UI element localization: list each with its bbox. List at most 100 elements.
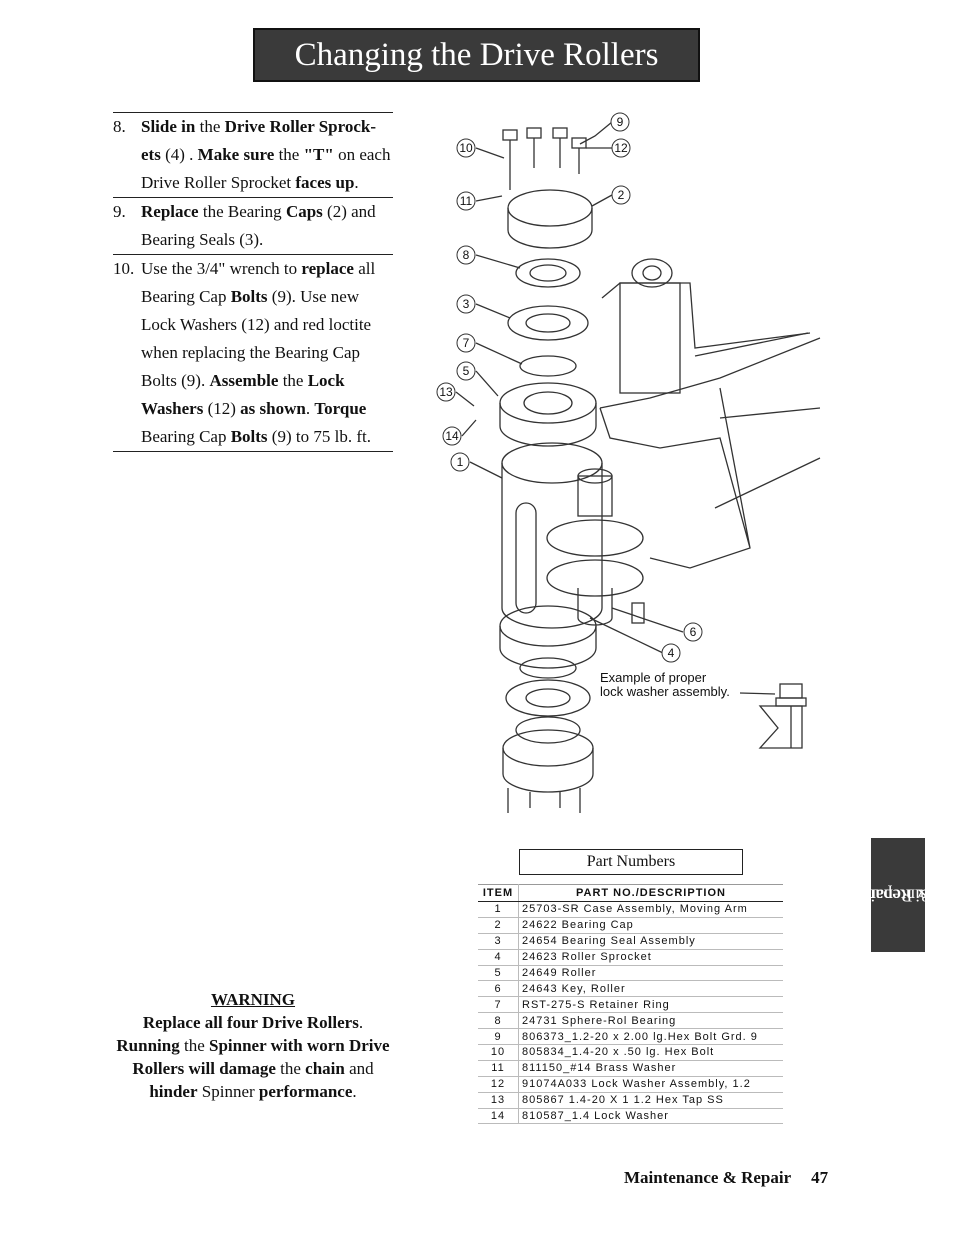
bolt-9c xyxy=(571,137,587,149)
bearing-cap-top xyxy=(507,189,593,227)
col-item-header: ITEM xyxy=(478,884,519,902)
item-number: 12 xyxy=(478,1076,519,1093)
bold-phrase: as shown xyxy=(240,399,306,418)
text-run: the xyxy=(274,145,304,164)
step-1: 8.Slide in the Drive Roller Sprock-ets (… xyxy=(113,113,393,198)
bolt-9a xyxy=(526,127,542,139)
text-run: . xyxy=(354,173,359,192)
page-number: 47 xyxy=(811,1168,829,1187)
ring-7 xyxy=(519,355,577,377)
callout-4: 4 xyxy=(661,643,681,663)
text-run: Use the 3/4" wrench to xyxy=(141,259,302,278)
callout-4-label: 4 xyxy=(668,646,675,660)
frame-bracket xyxy=(619,282,681,394)
case-body xyxy=(501,463,603,629)
text-run: and xyxy=(344,1059,374,1078)
item-number: 9 xyxy=(478,1028,519,1046)
lock-washer-note-line1: Example of proper xyxy=(600,670,707,685)
bold-phrase: Slide in xyxy=(141,117,196,136)
bold-phrase: Torque xyxy=(314,399,367,418)
callout-7-label: 7 xyxy=(463,336,470,350)
bold-phrase: Replace all four Drive Rollers xyxy=(142,1013,359,1032)
part-description: 25703-SR Case Assembly, Moving Arm xyxy=(518,901,783,918)
part-description: 91074A033 Lock Washer Assembly, 1.2 xyxy=(518,1076,783,1093)
part-description: 805867 1.4-20 X 1 1.2 Hex Tap SS xyxy=(518,1092,783,1109)
frame-plate xyxy=(714,407,821,509)
callout-11-label: 11 xyxy=(460,194,473,208)
step-2: 9.Replace the Bearing Caps (2) and Beari… xyxy=(113,198,393,255)
callout-7: 7 xyxy=(456,333,476,353)
sprocket-4b xyxy=(546,559,644,597)
exploded-diagram: 9 10 12 11 2 8 3 7 5 13 14 1 6 4 Example… xyxy=(436,112,821,813)
callout-8: 8 xyxy=(456,245,476,265)
key-6 xyxy=(631,602,645,624)
bold-phrase: replace xyxy=(301,259,354,278)
step-text: Slide in the Drive Roller Sprock-ets (4)… xyxy=(141,113,393,197)
part-description: 24649 Roller xyxy=(518,965,783,982)
bold-phrase: Assemble xyxy=(209,371,279,390)
frame-rod xyxy=(694,332,809,357)
bold-phrase: chain xyxy=(305,1059,345,1078)
part-description: 805834_1.4-20 x .50 lg. Hex Bolt xyxy=(518,1044,783,1061)
lower-cap xyxy=(502,729,594,767)
text-run: Spinner xyxy=(197,1082,259,1101)
callout-6: 6 xyxy=(683,622,703,642)
page-title: Changing the Drive Rollers xyxy=(253,28,700,82)
bold-phrase: Replace xyxy=(141,202,199,221)
item-number: 4 xyxy=(478,949,519,966)
instruction-steps: 8.Slide in the Drive Roller Sprock-ets (… xyxy=(113,112,393,452)
callout-2: 2 xyxy=(611,185,631,205)
step-text: Use the 3/4" wrench to replace all Beari… xyxy=(141,255,393,451)
bold-phrase: Make sure xyxy=(197,145,275,164)
callout-11: 11 xyxy=(456,191,476,211)
callout-5: 5 xyxy=(456,361,476,381)
lock-washer-note-line2: lock washer assembly. xyxy=(600,684,730,699)
callout-13: 13 xyxy=(436,382,456,402)
item-number: 5 xyxy=(478,965,519,982)
callout-8-label: 8 xyxy=(463,248,470,262)
text-run: (12) xyxy=(203,399,241,418)
sprocket-hub xyxy=(577,475,613,517)
text-run: on each Drive Roller Sprocket xyxy=(141,145,391,192)
part-numbers-heading: Part Numbers xyxy=(519,849,743,875)
item-number: 14 xyxy=(478,1108,519,1125)
step-3: 10.Use the 3/4" wrench to replace all Be… xyxy=(113,255,393,452)
warning-note: WARNING Replace all four Drive Rollers. … xyxy=(110,988,396,1103)
section-side-tab[interactable]: Maintenance& Repair xyxy=(852,838,944,952)
part-description: RST-275-S Retainer Ring xyxy=(518,996,783,1014)
warning-heading: WARNING xyxy=(210,990,296,1009)
bold-phrase: hinder xyxy=(149,1082,198,1101)
text-run: the xyxy=(275,1059,306,1078)
diagram-callouts: 9 10 12 11 2 8 3 7 5 13 14 1 6 4 xyxy=(436,112,703,663)
bold-phrase: "T" xyxy=(303,145,334,164)
frame-eye-hole xyxy=(642,265,662,281)
item-number: 10 xyxy=(478,1044,519,1061)
frame-arm xyxy=(599,282,821,569)
item-number: 6 xyxy=(478,980,519,998)
callout-14-label: 14 xyxy=(445,429,459,443)
item-number: 1 xyxy=(478,901,519,918)
part-description: 24622 Bearing Cap xyxy=(518,917,783,934)
item-number: 13 xyxy=(478,1092,519,1109)
bolt-10 xyxy=(502,129,518,141)
seal-3 xyxy=(507,305,589,341)
bold-phrase: Running xyxy=(116,1036,180,1055)
callout-12-label: 12 xyxy=(614,141,628,155)
text-run: . xyxy=(352,1082,357,1101)
text-run: Bearing Cap xyxy=(141,427,231,446)
lower-roller xyxy=(499,605,597,647)
part-description: 806373_1.2-20 x 2.00 lg.Hex Bolt Grd. 9 xyxy=(518,1028,783,1046)
roller-insert xyxy=(515,502,537,614)
bearing-8 xyxy=(515,258,581,288)
frame-eye xyxy=(631,258,673,288)
part-description: 24731 Sphere-Rol Bearing xyxy=(518,1012,783,1030)
